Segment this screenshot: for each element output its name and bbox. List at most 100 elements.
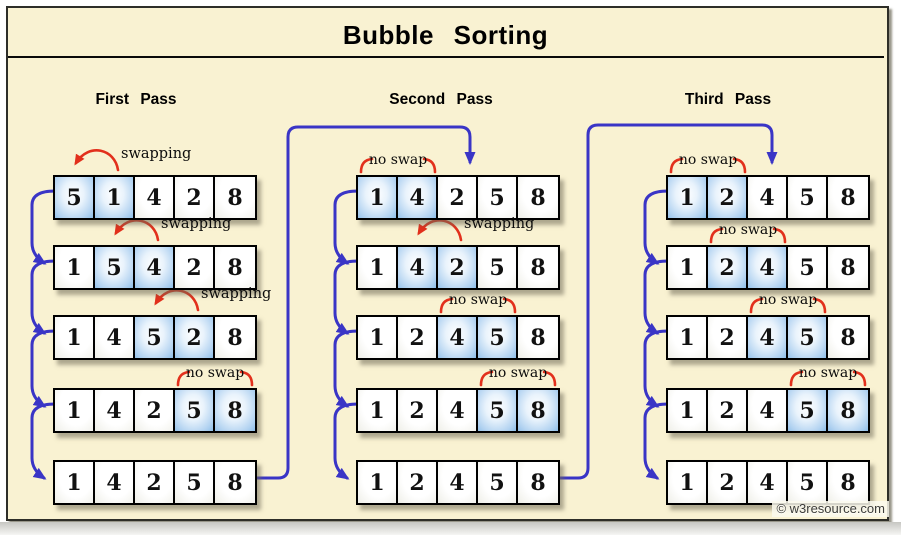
array-cell: 8 (215, 177, 255, 218)
array-cell-compared: 5 (478, 390, 518, 431)
pass-header-third: Third Pass (684, 91, 772, 108)
array-cell: 8 (215, 317, 255, 358)
array-cell: 5 (478, 462, 518, 503)
array-cell-compared: 5 (788, 317, 828, 358)
array-cell: 8 (215, 247, 255, 288)
array-cell-compared: 2 (708, 177, 748, 218)
array-cell-compared: 5 (55, 177, 95, 218)
array-cell-compared: 1 (668, 177, 708, 218)
pass-header-second: Second Pass (389, 91, 493, 108)
array-cell: 1 (668, 247, 708, 288)
array-cell: 4 (438, 462, 478, 503)
no-swap-label: no swap (678, 152, 738, 168)
array-cell: 4 (748, 177, 788, 218)
array-cell: 2 (708, 462, 748, 503)
array-cell: 2 (398, 462, 438, 503)
array-cell: 1 (668, 390, 708, 431)
array-cell: 1 (668, 317, 708, 358)
no-swap-label: no swap (718, 222, 778, 238)
no-swap-label: no swap (758, 292, 818, 308)
array-cell: 1 (55, 390, 95, 431)
array-cell: 8 (828, 177, 868, 218)
array-cell: 2 (135, 390, 175, 431)
no-swap-label: no swap (185, 365, 245, 381)
array-cell-compared: 5 (95, 247, 135, 288)
array-cell: 2 (398, 390, 438, 431)
array-cell: 8 (828, 317, 868, 358)
pass-header-first: First Pass (95, 91, 177, 108)
array-cell: 1 (358, 390, 398, 431)
array-cell: 8 (518, 462, 558, 503)
array-cell: 2 (175, 177, 215, 218)
array-cell: 5 (788, 462, 828, 503)
array-cell: 4 (748, 462, 788, 503)
no-swap-label: no swap (798, 365, 858, 381)
array-cell: 5 (788, 247, 828, 288)
array-cell: 4 (748, 390, 788, 431)
array-cell: 2 (135, 462, 175, 503)
array-cell-compared: 4 (748, 247, 788, 288)
no-swap-label: no swap (448, 292, 508, 308)
array-cell-compared: 5 (478, 317, 518, 358)
array-cell: 2 (438, 177, 478, 218)
no-swap-label: no swap (368, 152, 428, 168)
array-cell: 1 (55, 462, 95, 503)
array-cell: 2 (708, 317, 748, 358)
array-cell: 5 (175, 462, 215, 503)
array-cell: 4 (95, 390, 135, 431)
array-cell: 1 (358, 247, 398, 288)
array-cell: 1 (55, 247, 95, 288)
array-cell: 2 (175, 247, 215, 288)
array-cell-compared: 5 (135, 317, 175, 358)
array-cell-compared: 2 (438, 247, 478, 288)
array-cell: 5 (478, 247, 518, 288)
swapping-label: swapping (464, 216, 535, 232)
array-cell: 2 (398, 317, 438, 358)
array-cell-compared: 4 (398, 177, 438, 218)
array-cell: 8 (518, 177, 558, 218)
array-cell: 5 (788, 177, 828, 218)
array-cell: 4 (95, 317, 135, 358)
array-cell: 1 (358, 317, 398, 358)
array-cell-compared: 5 (175, 390, 215, 431)
array-cell: 1 (668, 462, 708, 503)
array-cell-compared: 1 (95, 177, 135, 218)
array-cell-compared: 4 (398, 247, 438, 288)
swapping-label: swapping (121, 146, 192, 162)
array-cell-compared: 2 (708, 247, 748, 288)
array-cell: 4 (438, 390, 478, 431)
array-cell: 1 (358, 462, 398, 503)
array-cell-compared: 8 (828, 390, 868, 431)
array-cell: 8 (518, 247, 558, 288)
array-cell: 8 (215, 462, 255, 503)
array-cell: 8 (828, 462, 868, 503)
array-cell: 8 (518, 317, 558, 358)
page-title: Bubble Sorting (342, 20, 549, 50)
array-cell: 8 (828, 247, 868, 288)
array-cell: 4 (95, 462, 135, 503)
array-cell-compared: 5 (788, 390, 828, 431)
array-cell-compared: 8 (518, 390, 558, 431)
watermark: © w3resource.com (772, 501, 889, 517)
array-cell-compared: 4 (748, 317, 788, 358)
array-cell-compared: 2 (175, 317, 215, 358)
array-cell-compared: 4 (438, 317, 478, 358)
array-cell: 1 (55, 317, 95, 358)
swapping-label: swapping (161, 216, 232, 232)
